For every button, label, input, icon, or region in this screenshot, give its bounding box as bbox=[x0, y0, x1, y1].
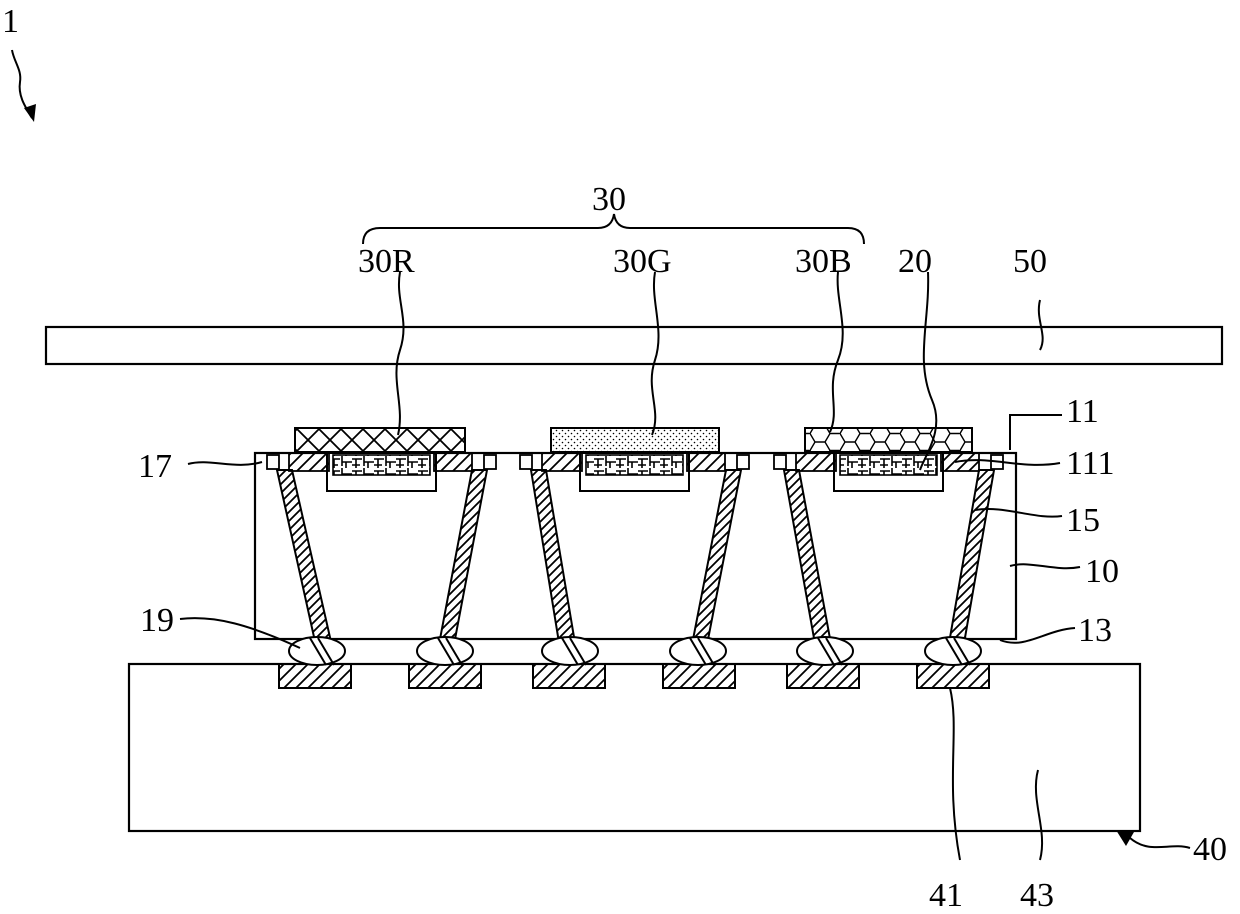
solder-bumps bbox=[289, 637, 981, 665]
pad bbox=[663, 664, 735, 688]
label-20: 20 bbox=[898, 243, 932, 280]
figure-ref-arrow bbox=[12, 50, 36, 122]
label-30g: 30G bbox=[613, 243, 672, 280]
label-41: 41 bbox=[929, 877, 963, 914]
color-layer-red bbox=[295, 428, 465, 452]
label-10: 10 bbox=[1085, 553, 1119, 590]
pad bbox=[533, 664, 605, 688]
label-group-30: 30 bbox=[592, 181, 626, 218]
label-17: 17 bbox=[138, 448, 172, 485]
circuit-board bbox=[129, 664, 1140, 831]
led-chip bbox=[586, 455, 683, 475]
pad bbox=[917, 664, 989, 688]
led-chips bbox=[333, 455, 937, 475]
label-13: 13 bbox=[1078, 612, 1112, 649]
cover-plate bbox=[46, 327, 1222, 364]
label-50: 50 bbox=[1013, 243, 1047, 280]
label-40: 40 bbox=[1193, 831, 1227, 868]
pad bbox=[409, 664, 481, 688]
label-15: 15 bbox=[1066, 502, 1100, 539]
figure-number: 1 bbox=[2, 3, 19, 40]
group-brace bbox=[363, 214, 864, 244]
label-11: 11 bbox=[1066, 393, 1099, 430]
label-30b: 30B bbox=[795, 243, 852, 280]
label-43: 43 bbox=[1020, 877, 1054, 914]
label-111: 111 bbox=[1066, 445, 1114, 482]
pad bbox=[787, 664, 859, 688]
color-layer-green bbox=[551, 428, 719, 452]
label-19: 19 bbox=[140, 602, 174, 639]
led-chip bbox=[333, 455, 430, 475]
label-30r: 30R bbox=[358, 243, 415, 280]
pad bbox=[279, 664, 351, 688]
